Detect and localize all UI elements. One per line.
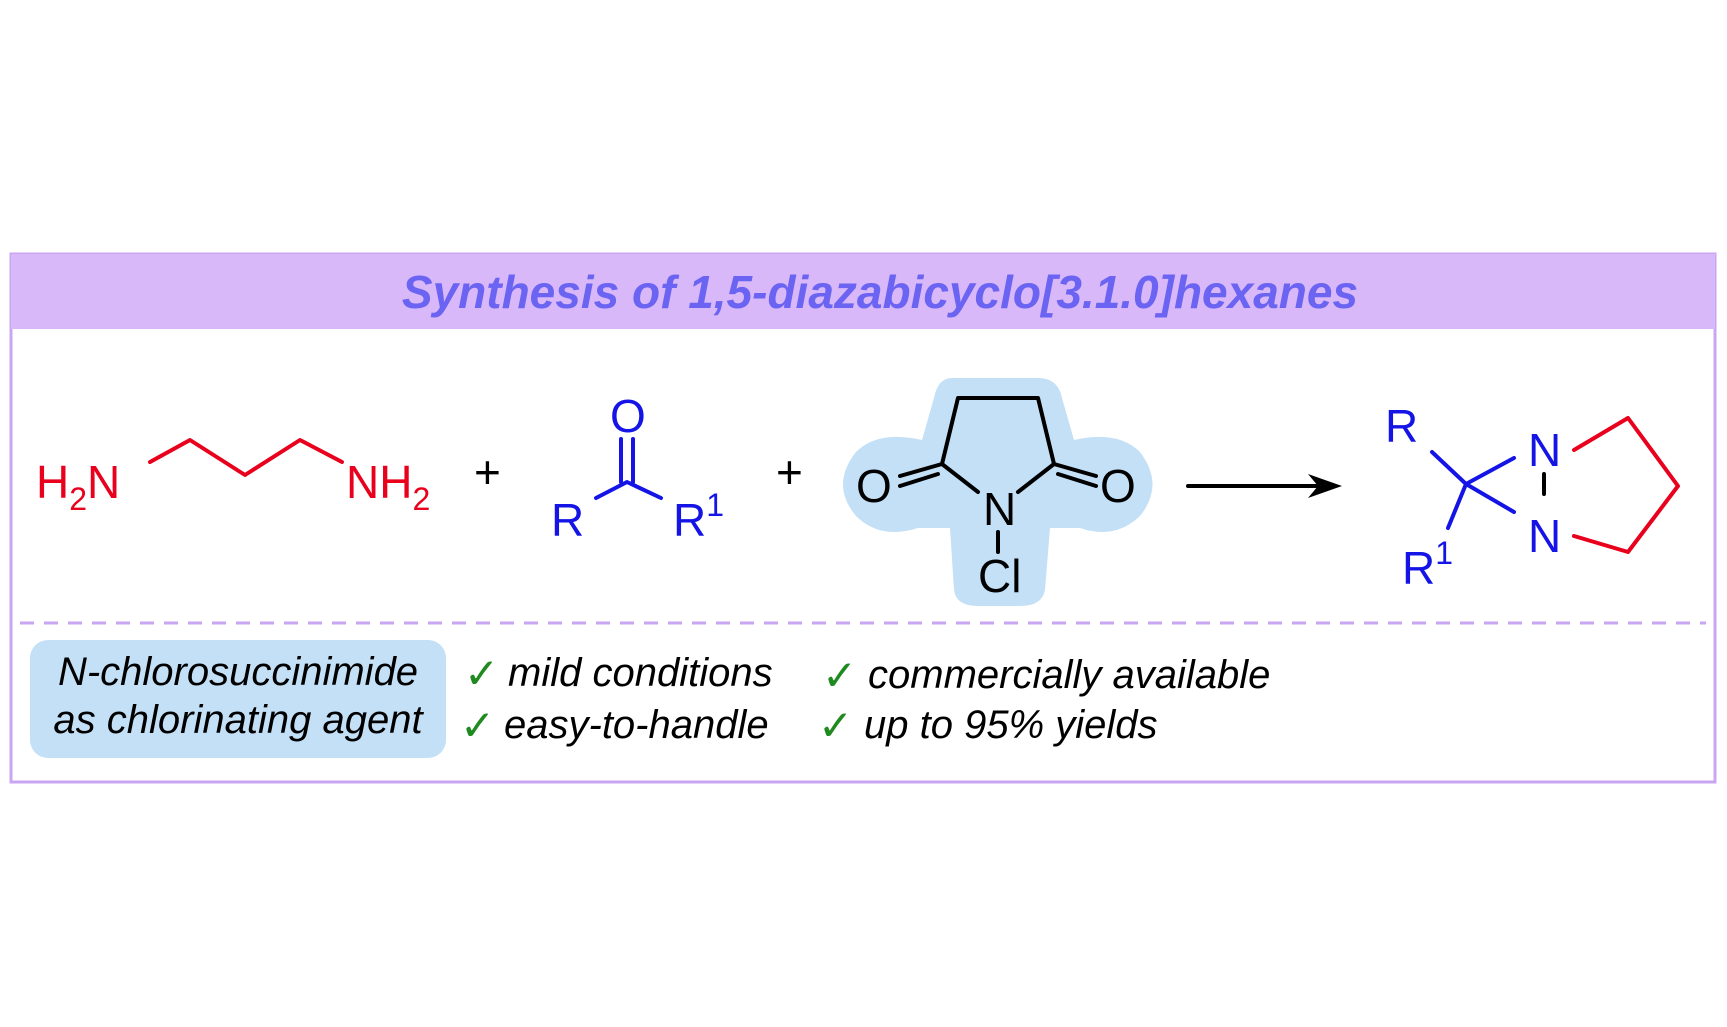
product-pyrazolidine-chain (1572, 416, 1680, 554)
ncs-ring-top (940, 396, 1056, 466)
reaction-arrow (1186, 474, 1342, 498)
ketone-oxygen: O (610, 390, 646, 442)
ncs-molecule: O O N Cl (843, 378, 1153, 606)
ncs-co-left-b (898, 472, 940, 488)
ncs-note-line-2: as chlorinating agent (53, 698, 424, 742)
feature-list: ✓ mild conditions ✓ commercially availab… (460, 649, 1270, 750)
product-n-bottom: N (1528, 510, 1561, 562)
feature-item: commercially available (868, 653, 1270, 697)
ketone-r1: R1 (673, 487, 724, 546)
ncs-note-line-1: N-chlorosuccinimide (58, 650, 418, 694)
feature-item: easy-to-handle (504, 703, 769, 747)
diamine-chain (148, 438, 344, 477)
product-n-top: N (1528, 424, 1561, 476)
title-banner (11, 254, 1715, 329)
feature-item: mild conditions (508, 651, 773, 695)
ketone-r: R (551, 494, 584, 546)
scheme-title: Synthesis of 1,5-diazabicyclo[3.1.0]hexa… (402, 266, 1358, 318)
ncs-oxygen-right: O (1100, 460, 1136, 512)
ncs-oxygen-left: O (856, 460, 892, 512)
ncs-co-right-a (1052, 462, 1098, 478)
product-molecule: R R1 N N (1385, 400, 1680, 594)
check-icon: ✓ (818, 701, 853, 750)
plus-sign-1: + (474, 446, 501, 498)
ketone-molecule: O R R1 (551, 390, 724, 546)
plus-sign-2: + (776, 446, 803, 498)
ncs-nitrogen: N (983, 483, 1016, 535)
ncs-note-box (30, 640, 446, 758)
feature-item: up to 95% yields (864, 703, 1158, 747)
product-r-bond (1430, 450, 1468, 486)
left-amine-label: H2N (36, 456, 120, 517)
ketone-skeleton (594, 480, 663, 500)
check-icon: ✓ (464, 649, 499, 698)
ncs-chlorine: Cl (978, 550, 1021, 602)
right-amine-label: NH2 (346, 456, 430, 517)
product-r1-bond (1446, 482, 1468, 530)
product-r: R (1385, 400, 1418, 452)
ncs-ring-right (1016, 462, 1056, 494)
product-c-n-bottom (1464, 482, 1516, 514)
ncs-co-right-b (1056, 472, 1098, 488)
ncs-co-left-a (898, 462, 944, 478)
ncs-highlight (843, 378, 1153, 606)
check-icon: ✓ (822, 651, 857, 700)
diamine-molecule: H2N NH2 (36, 438, 430, 517)
ncs-ring-left (940, 462, 980, 494)
check-icon: ✓ (460, 701, 495, 750)
product-c-n-top (1464, 456, 1516, 486)
product-r1: R1 (1402, 535, 1453, 594)
